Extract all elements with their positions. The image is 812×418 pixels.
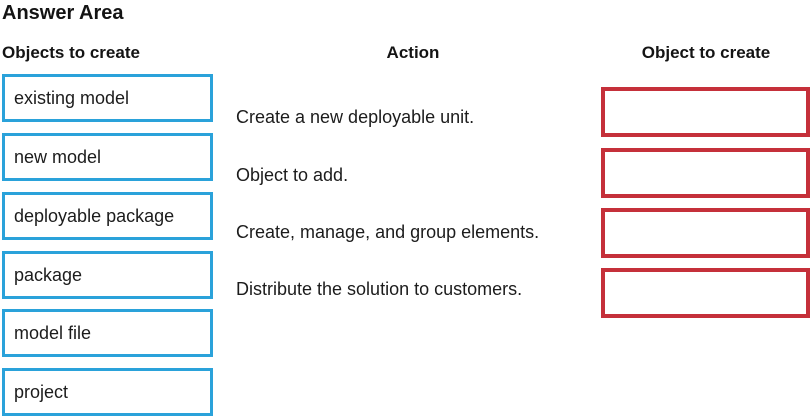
drag-option-existing-model[interactable]: existing model [2,74,213,122]
drag-option-project[interactable]: project [2,368,213,416]
drag-option-model-file[interactable]: model file [2,309,213,357]
drop-slot-2[interactable] [601,148,810,198]
objects-to-create-header: Objects to create [2,43,140,62]
drop-slot-3[interactable] [601,208,810,258]
drop-slot-1[interactable] [601,87,810,137]
action-label-distribute: Distribute the solution to customers. [236,279,523,299]
drag-option-new-model[interactable]: new model [2,133,213,181]
drag-option-package[interactable]: package [2,251,213,299]
action-label-object-to-add: Object to add. [236,165,349,185]
drag-option-deployable-package[interactable]: deployable package [2,192,213,240]
action-header: Action [386,43,440,62]
drop-slot-4[interactable] [601,268,810,318]
action-label-deployable-unit: Create a new deployable unit. [236,107,475,127]
object-to-create-header: Object to create [641,43,771,62]
action-label-group-elements: Create, manage, and group elements. [236,222,540,242]
page-title: Answer Area [2,2,124,24]
